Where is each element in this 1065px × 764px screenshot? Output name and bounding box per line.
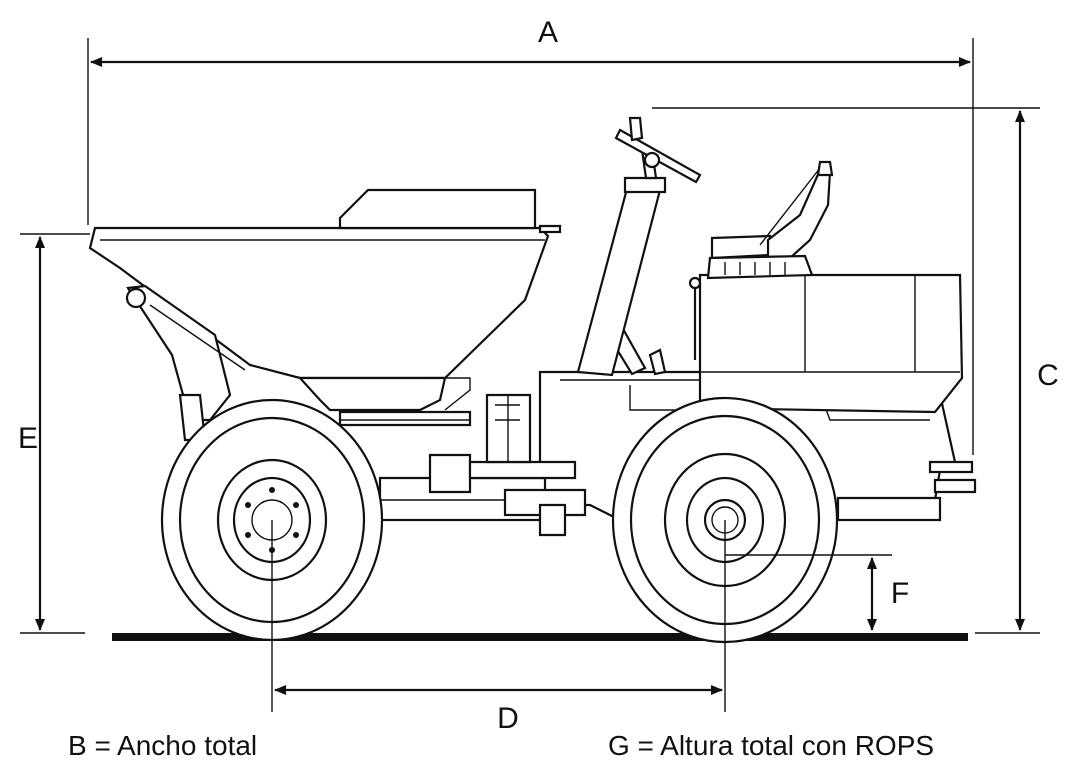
seat xyxy=(706,160,834,280)
dimension-f: F xyxy=(725,554,909,631)
ground-line xyxy=(112,633,968,641)
note-b-total-width: B = Ancho total xyxy=(68,730,258,761)
dimension-e-label: E xyxy=(18,422,38,455)
engine-hood xyxy=(698,273,964,414)
dimension-e: E xyxy=(18,233,90,634)
note-g-total-height-rops: G = Altura total con ROPS xyxy=(608,730,935,761)
dumper-illustration xyxy=(88,116,977,644)
steering-column xyxy=(576,116,702,377)
dimension-d-label: D xyxy=(497,702,519,735)
dimension-c: C xyxy=(652,107,1059,634)
dimension-d: D xyxy=(271,520,726,735)
dimension-c-label: C xyxy=(1037,359,1059,392)
skip-pivot-arm xyxy=(125,284,246,442)
skip-bucket xyxy=(88,188,562,427)
dimension-f-label: F xyxy=(891,577,909,610)
dimension-a-label: A xyxy=(538,16,558,49)
